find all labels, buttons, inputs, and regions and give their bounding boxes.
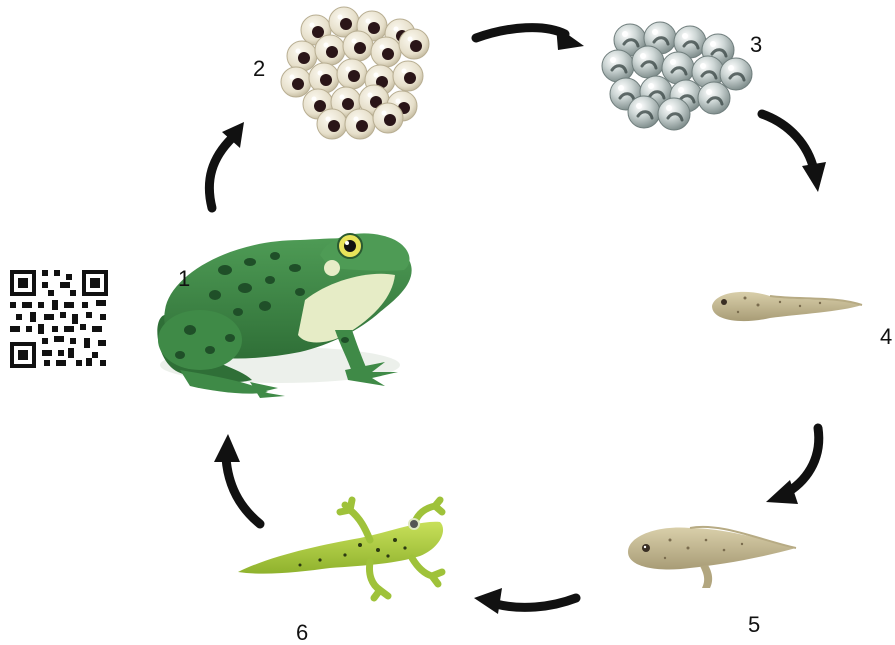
developing-egg bbox=[628, 96, 660, 128]
arrow-1-to-2 bbox=[209, 122, 244, 208]
egg bbox=[281, 67, 311, 97]
developing-egg bbox=[632, 46, 664, 78]
egg bbox=[371, 37, 401, 67]
egg bbox=[393, 61, 423, 91]
arrow-2-to-3 bbox=[476, 26, 584, 50]
egg bbox=[315, 35, 345, 65]
stage-number-3: 3 bbox=[750, 34, 762, 56]
stage-number-2: 2 bbox=[253, 58, 265, 80]
stage-number-6: 6 bbox=[296, 622, 308, 644]
froglet-icon bbox=[238, 500, 443, 598]
stage-number-1: 1 bbox=[178, 268, 190, 290]
stage-number-5: 5 bbox=[748, 614, 760, 636]
arrow-5-to-6 bbox=[474, 588, 576, 614]
arrow-6-to-1 bbox=[214, 434, 260, 524]
arrow-4-to-5 bbox=[766, 428, 819, 504]
egg bbox=[343, 31, 373, 61]
egg bbox=[399, 29, 429, 59]
egg bbox=[337, 59, 367, 89]
egg bbox=[373, 103, 403, 133]
tadpole-with-legs-icon bbox=[628, 527, 796, 588]
egg bbox=[287, 41, 317, 71]
developing-egg bbox=[698, 82, 730, 114]
developing-eggs-icon bbox=[602, 22, 752, 130]
egg bbox=[317, 109, 347, 139]
tadpole-icon bbox=[712, 292, 862, 321]
developing-egg bbox=[662, 52, 694, 84]
adult-frog-icon bbox=[157, 233, 411, 398]
arrow-3-to-4 bbox=[762, 114, 826, 192]
egg bbox=[309, 63, 339, 93]
qr-code-icon bbox=[8, 268, 110, 370]
stage-number-4: 4 bbox=[880, 326, 892, 348]
developing-egg bbox=[658, 98, 690, 130]
frog-eggs-icon bbox=[281, 7, 429, 139]
developing-egg bbox=[602, 50, 634, 82]
developing-egg bbox=[720, 58, 752, 90]
egg bbox=[345, 109, 375, 139]
